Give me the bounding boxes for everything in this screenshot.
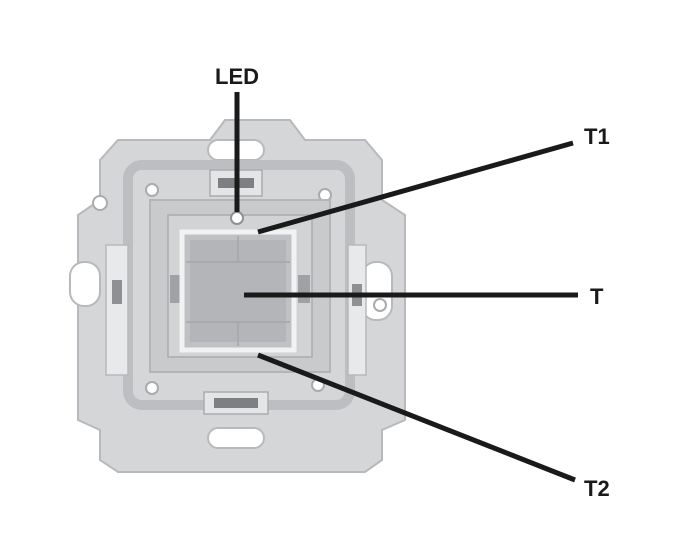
led-window bbox=[230, 211, 244, 225]
leader-t2 bbox=[257, 352, 576, 483]
screw-hole-right bbox=[373, 298, 387, 312]
label-t2: T2 bbox=[584, 476, 610, 501]
label-led: LED bbox=[215, 64, 259, 89]
leader-t1 bbox=[257, 140, 574, 235]
label-t: T bbox=[590, 284, 604, 309]
label-t1: T1 bbox=[584, 124, 610, 149]
leader-lines bbox=[234, 92, 578, 483]
rocker-button bbox=[179, 229, 297, 353]
screw-hole-lower-left bbox=[145, 381, 159, 395]
bottom-mounting-slot bbox=[207, 427, 265, 449]
screw-hole-upper-left bbox=[145, 183, 159, 197]
left-mounting-slot bbox=[69, 261, 101, 307]
screw-hole-top-left bbox=[92, 195, 108, 211]
